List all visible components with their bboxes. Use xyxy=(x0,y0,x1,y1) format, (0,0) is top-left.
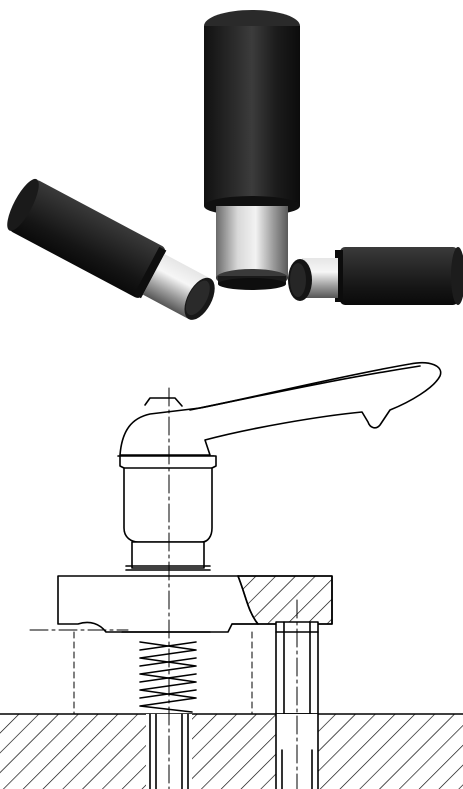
lever-handle xyxy=(117,361,442,457)
technical-drawing xyxy=(0,340,463,789)
pin-right xyxy=(288,247,463,305)
clamp-plate xyxy=(57,575,333,633)
hidden-lines xyxy=(73,631,253,715)
center-lines xyxy=(29,387,298,789)
cross-section-svg xyxy=(0,361,463,789)
threaded-stud xyxy=(155,713,183,789)
product-photo xyxy=(0,0,463,340)
pin-center xyxy=(204,10,300,290)
base-plate xyxy=(0,713,463,789)
compression-spring xyxy=(139,640,197,714)
lever-hub xyxy=(119,455,217,571)
indexing-pins-photo xyxy=(7,10,463,320)
pin-left xyxy=(7,178,215,320)
